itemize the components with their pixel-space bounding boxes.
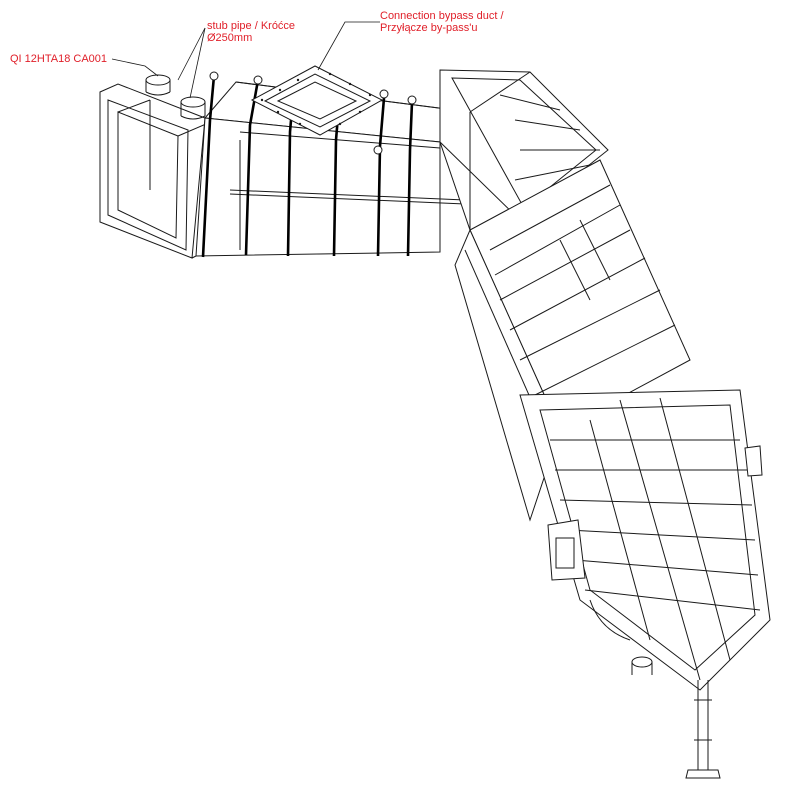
- stub-pipe-label: stub pipe / Króćce Ø250mm: [207, 20, 295, 44]
- bypass-duct-label-line1: Connection bypass duct /: [380, 10, 504, 22]
- leader-lines: [111, 21, 380, 99]
- bypass-duct-label: Connection bypass duct / Przyłącze by-pa…: [380, 10, 504, 34]
- bypass-duct-label-line2: Przyłącze by-pass'u: [380, 22, 478, 34]
- diagonal-duct: [454, 159, 691, 522]
- elbow-lower: [519, 389, 771, 691]
- stub-pipe-label-line2: Ø250mm: [207, 32, 253, 44]
- inlet-flange: [99, 83, 207, 259]
- stiffener-ribs: [201, 71, 417, 258]
- stub-pipes: [145, 74, 206, 120]
- support-leg: [685, 680, 721, 779]
- bypass-flange: [250, 65, 384, 136]
- equipment-tag-label: QI 12HTA18 CA001: [10, 53, 107, 65]
- equipment-tag-text: QI 12HTA18 CA001: [10, 53, 108, 65]
- stub-pipe-label-line1: stub pipe / Króćce: [207, 20, 296, 32]
